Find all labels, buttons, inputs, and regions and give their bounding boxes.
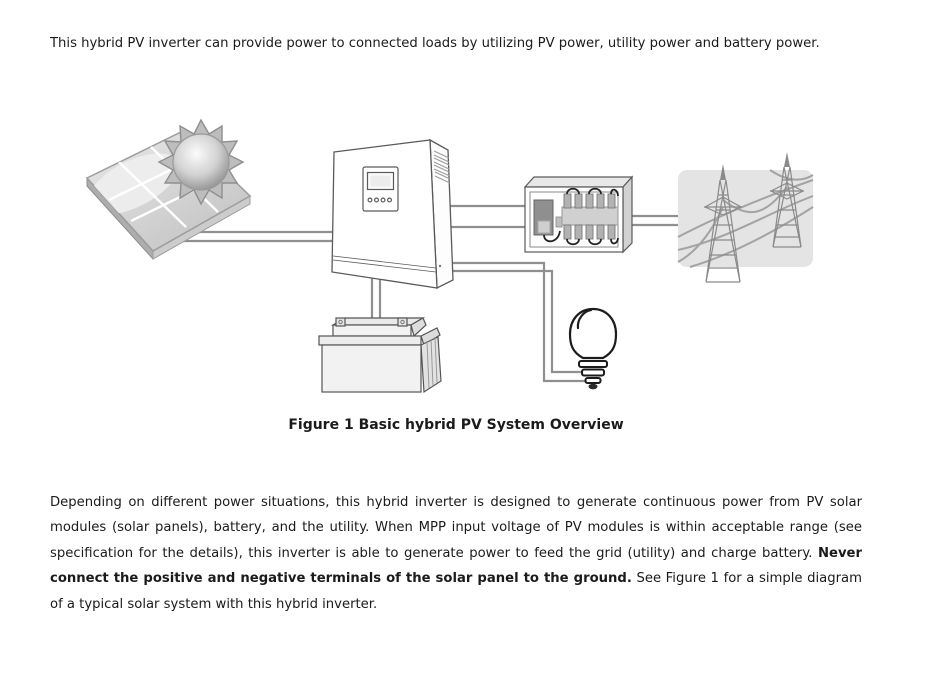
breakers-top-row: [563, 193, 616, 209]
breaker-box-icon: [523, 175, 634, 254]
intro-paragraph: This hybrid PV inverter can provide powe…: [50, 36, 820, 51]
battery-icon: [318, 317, 442, 394]
transmission-tower-left: [703, 164, 743, 283]
warning-bold-text: Never connect the positive and negative …: [50, 545, 862, 587]
body-text-part2: See Figure 1 for a simple diagram of a t…: [50, 571, 862, 612]
transmission-tower-right: [769, 152, 805, 248]
wire-inverter-to-bulb: [444, 261, 591, 383]
wire-inverter-to-breaker: [444, 204, 532, 229]
inverter-display: [362, 166, 399, 212]
bulb-highlight: [576, 308, 593, 330]
bus-bar: [561, 206, 619, 226]
figure-caption: Figure 1 Basic hybrid PV System Overview: [288, 417, 624, 433]
utility-grid-towers-icon: [677, 152, 814, 283]
vent-slots: [433, 150, 451, 184]
top-wire-loops: [566, 187, 619, 197]
sun-icon: [157, 118, 245, 206]
power-lines: [677, 169, 814, 268]
body-text-part1: Depending on different power situations,…: [50, 495, 862, 561]
wire-pv-to-inverter: [172, 230, 340, 243]
battery-terminals: [335, 317, 408, 327]
body-paragraph: Depending on different power situations,…: [50, 490, 862, 617]
bottom-wire-loops: [566, 237, 619, 246]
bulb-screw-base: [578, 360, 608, 384]
light-bulb-load-icon: [568, 307, 618, 390]
hybrid-inverter-icon: [331, 138, 454, 290]
